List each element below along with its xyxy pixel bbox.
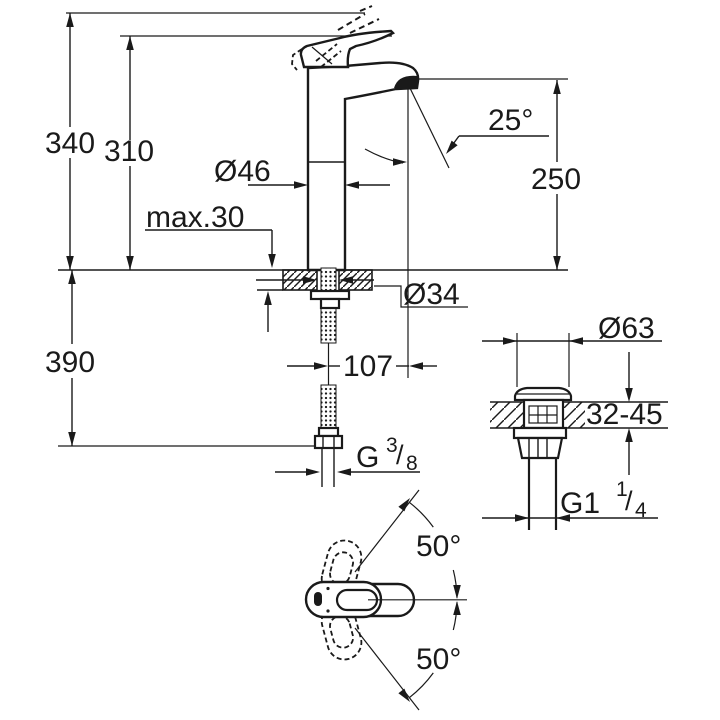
label-d63: Ø63	[598, 312, 655, 345]
faucet-body	[306, 61, 420, 272]
label-390: 390	[45, 346, 95, 379]
label-d46: Ø46	[214, 155, 271, 188]
label-310: 310	[104, 135, 154, 168]
label-g114-slash: /	[625, 486, 633, 516]
mounting-nut	[319, 297, 341, 310]
dimension-deck-thickness: max.30	[145, 201, 276, 332]
mounting-flange	[309, 289, 351, 301]
dimension-supply-thread: G 3 / 8	[275, 434, 420, 476]
hose-hex-fitting	[313, 434, 344, 450]
dimension-hole-diameter: Ø34	[256, 276, 468, 311]
dimension-spout-projection: 107	[287, 350, 437, 383]
label-3245: 32-45	[586, 398, 663, 431]
basin-hatch-left	[490, 402, 523, 428]
dimension-depth-below: 390	[45, 270, 95, 446]
faucet-lever	[299, 29, 396, 69]
label-g114-sub: 4	[635, 499, 647, 522]
label-g114-base: G1	[560, 487, 600, 520]
label-340: 340	[45, 127, 95, 160]
label-g38-sub: 8	[406, 452, 418, 475]
label-50deg-down: 50°	[416, 643, 461, 676]
dimension-spout-height: 250	[531, 80, 581, 270]
label-max30: max.30	[146, 201, 244, 234]
dimension-height-body: 310	[104, 36, 154, 270]
waste-locknut	[516, 436, 564, 460]
label-25deg: 25°	[488, 104, 533, 137]
dimension-spout-angle: 25°	[443, 104, 549, 157]
stream-angle-line	[407, 83, 450, 169]
label-g38-sup: 3	[386, 434, 398, 457]
label-250: 250	[531, 163, 581, 196]
label-50deg-up: 50°	[416, 530, 461, 563]
label-d34: Ø34	[403, 278, 460, 311]
top-view-swivel: 50° 50°	[304, 489, 467, 711]
label-g38-slash: /	[396, 440, 404, 470]
basin-hatch-right	[564, 402, 585, 428]
waste-detail-view: Ø63 32-45 G1 1 / 4	[482, 312, 668, 530]
supply-hose	[320, 384, 337, 433]
dimension-body-diameter: Ø46	[214, 155, 390, 189]
waste-locknut-flange	[512, 426, 568, 440]
dimension-height-total: 340	[45, 13, 95, 270]
label-107: 107	[343, 350, 393, 383]
label-g114-sup: 1	[616, 478, 628, 501]
faucet-side-view	[291, 5, 450, 272]
handle-dot	[314, 592, 322, 606]
spout-outlet	[394, 75, 418, 88]
lever-raised-dashed	[291, 5, 380, 71]
label-g38-base: G	[356, 441, 379, 474]
